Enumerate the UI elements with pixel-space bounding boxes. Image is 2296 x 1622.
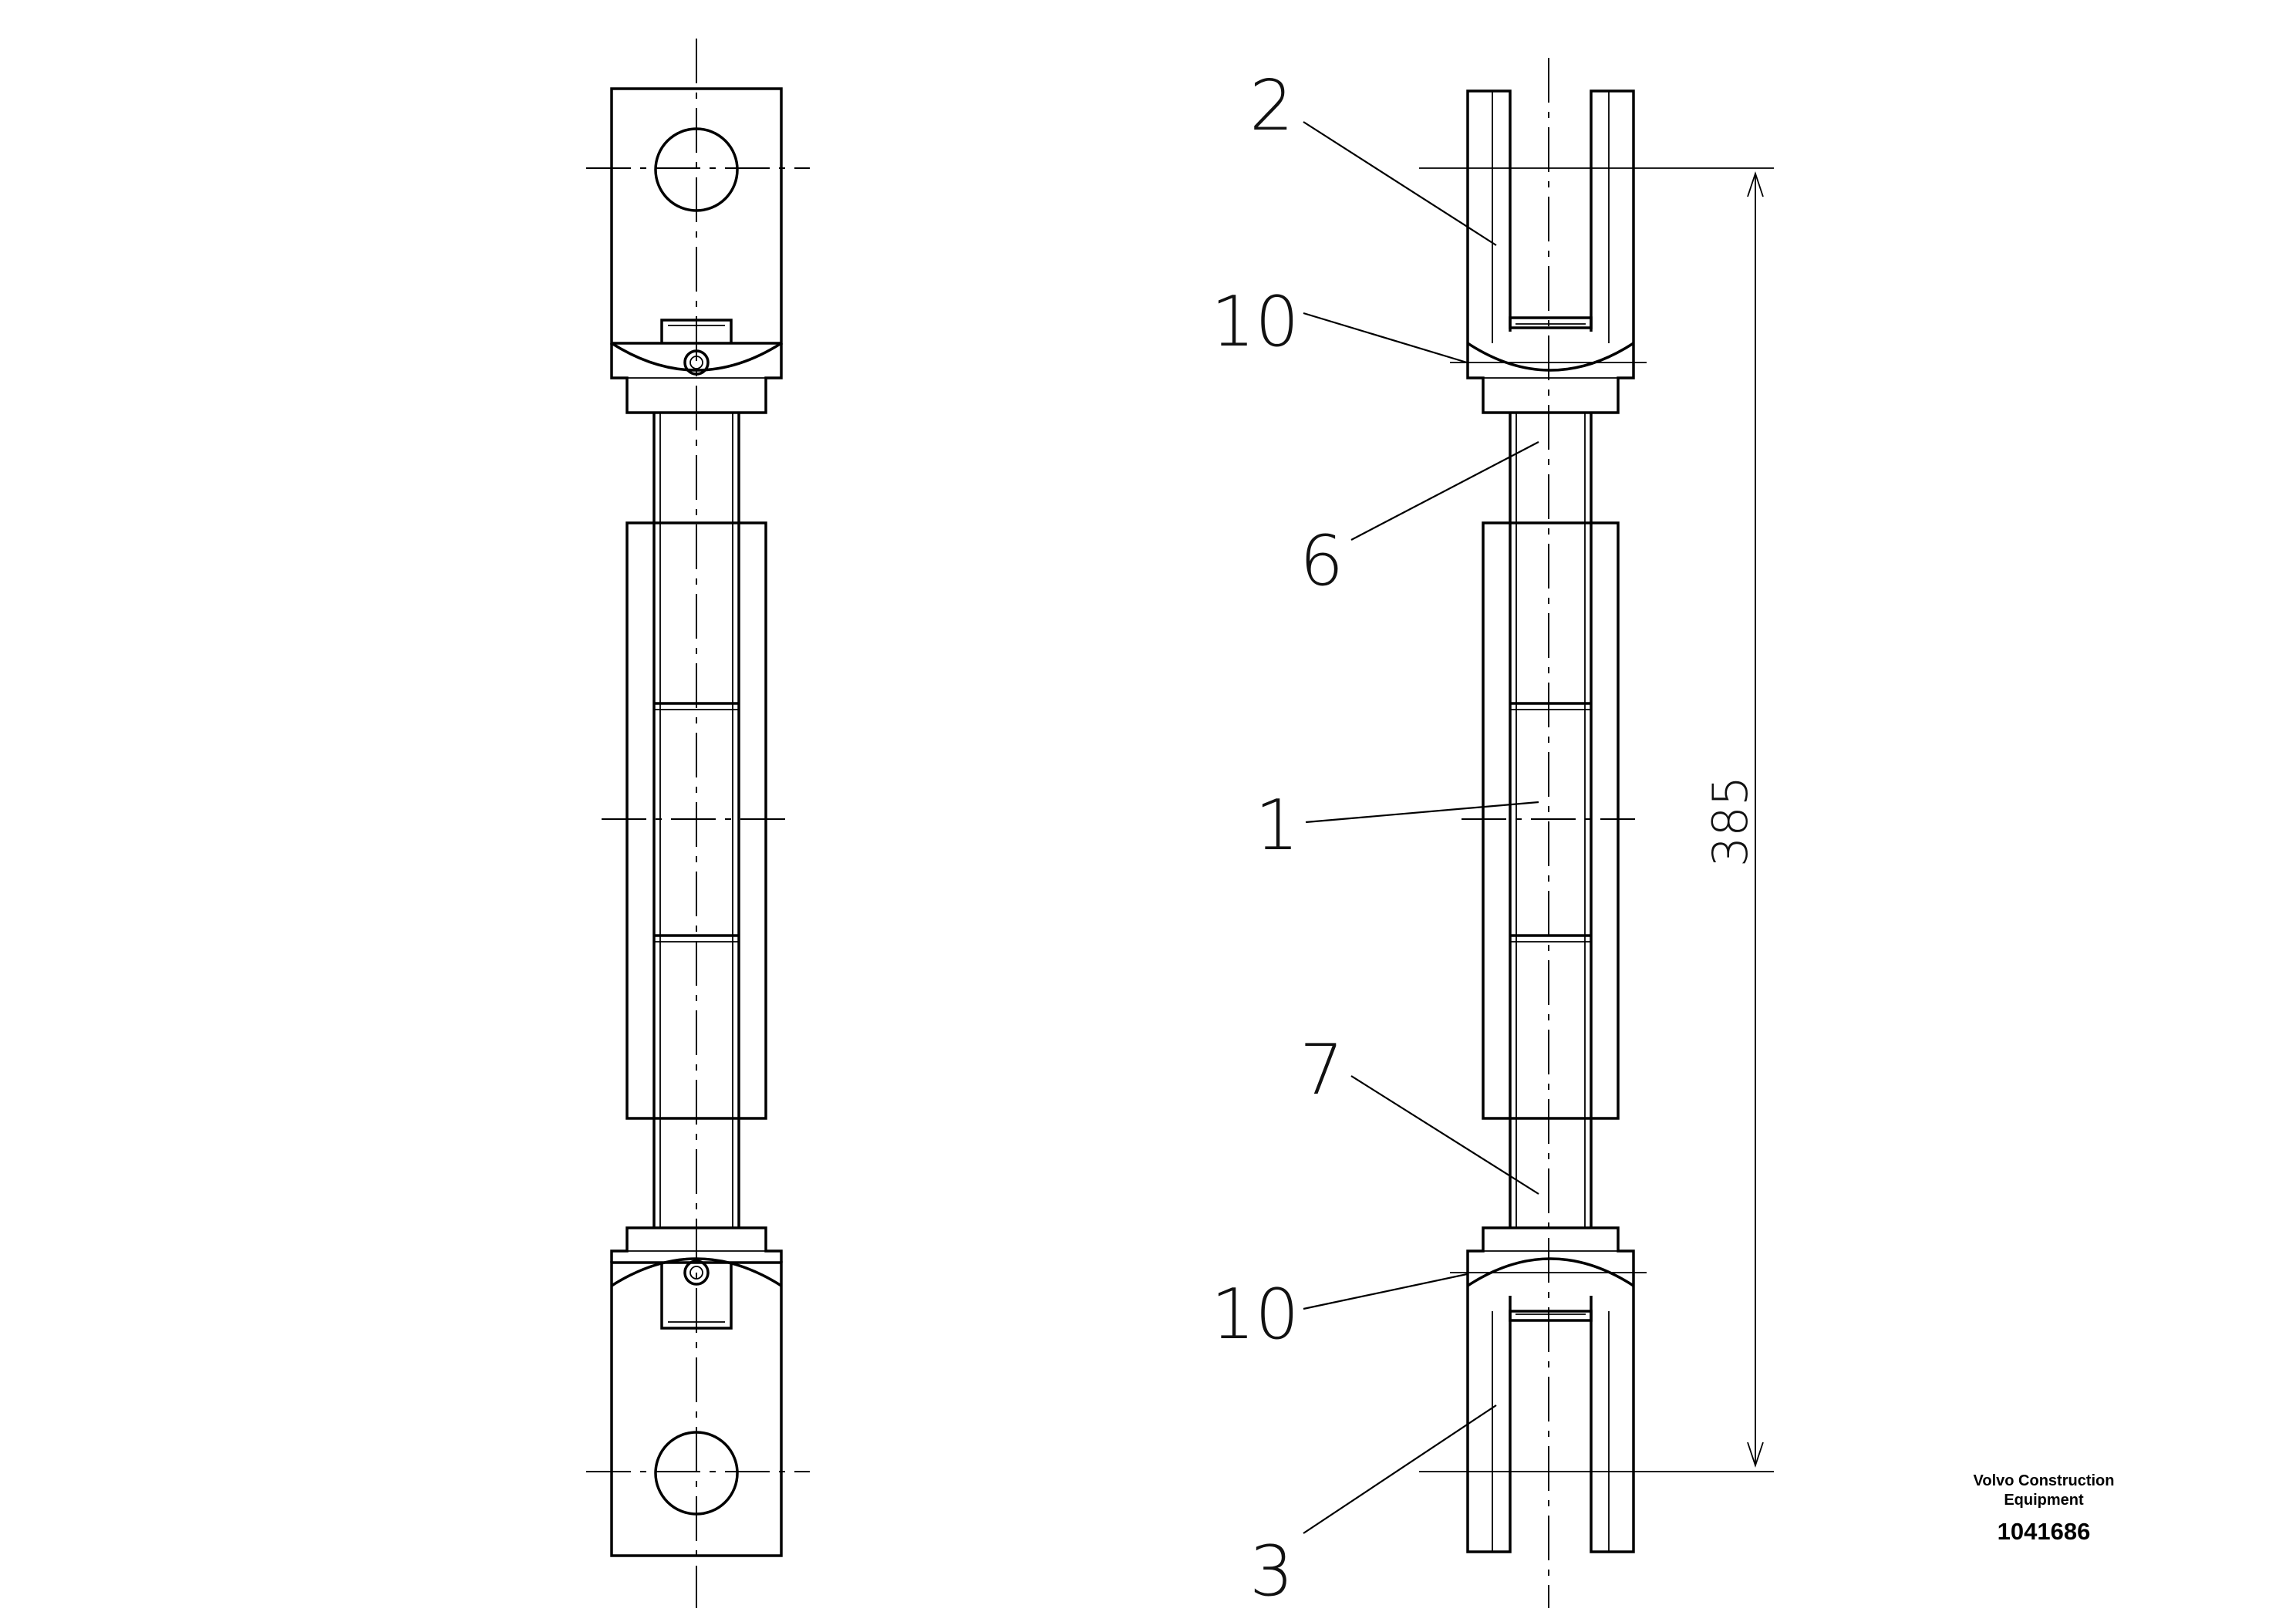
callout-10-bottom: 10: [1211, 1274, 1300, 1355]
company-name-line1: Volvo Construction: [1973, 1472, 2115, 1489]
leader-lines: [1303, 121, 1539, 1534]
side-view: [1419, 58, 1774, 1608]
company-name-line2: Equipment: [2004, 1492, 2084, 1509]
dimension-385: 385: [1702, 776, 1758, 867]
callout-3: 3: [1249, 1531, 1293, 1612]
front-view: [586, 39, 810, 1608]
callout-1: 1: [1255, 785, 1299, 866]
title-block: Volvo Construction Equipment 1041686: [1882, 1472, 2206, 1546]
callout-7: 7: [1300, 1030, 1344, 1111]
callout-6: 6: [1300, 521, 1344, 602]
drawing-number: 1041686: [1997, 1518, 2091, 1545]
callout-2: 2: [1249, 66, 1293, 147]
callout-10-top: 10: [1211, 282, 1300, 363]
